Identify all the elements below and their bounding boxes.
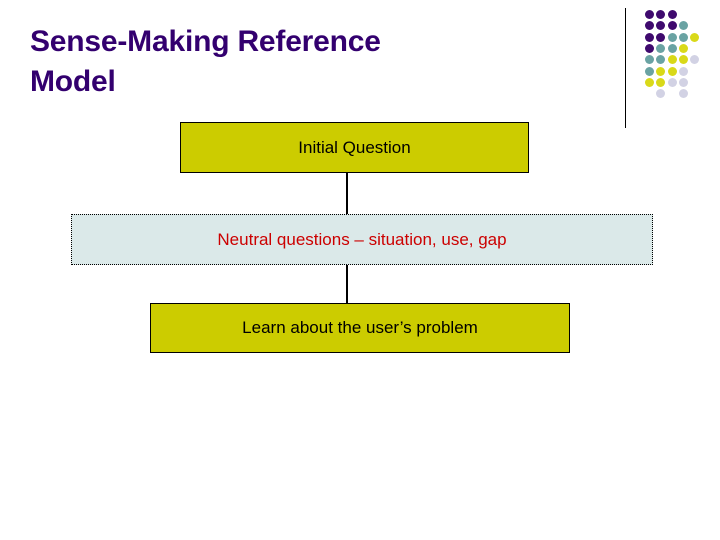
logo-dot-lavender [656,89,666,99]
logo-dot-purple [667,21,677,31]
logo-dot-teal [645,55,654,65]
vertical-rule-divider [625,8,626,128]
logo-dot-yellow [690,32,700,42]
page-title: Sense-Making Reference Model [30,25,381,98]
logo-dot-purple [645,10,654,19]
logo-dot-purple [656,21,666,31]
logo-dot-purple [645,21,654,31]
flow-node-neutral-questions: Neutral questions – situation, use, gap [71,214,653,265]
logo-dot-teal [645,66,654,76]
logo-dot-yellow [667,66,677,76]
logo-dot-purple [656,32,666,42]
logo-dot-lavender [678,66,688,76]
dot-grid-icon [645,10,720,120]
logo-dot-lavender [690,55,700,65]
connector-line-2 [346,265,348,304]
logo-dot-yellow [656,77,666,87]
logo-dot-yellow [678,43,688,53]
logo-dot-purple [645,43,654,53]
logo-dot-yellow [678,55,688,65]
logo-dot-purple [645,32,654,42]
connector-line-1 [346,173,348,215]
logo-dot-teal [667,43,677,53]
logo-decoration [620,0,720,140]
logo-dot-yellow [667,55,677,65]
logo-dot-teal [678,32,688,42]
logo-dot-yellow [656,66,666,76]
logo-dot-lavender [678,77,688,87]
logo-dot-purple [656,10,666,19]
flow-node-learn-problem: Learn about the user’s problem [150,303,570,353]
logo-dot-teal [678,21,688,31]
logo-dot-teal [667,32,677,42]
logo-dot-yellow [645,77,654,87]
logo-dot-purple [667,10,677,19]
logo-dot-lavender [667,77,677,87]
logo-dot-teal [656,55,666,65]
flow-node-initial-question: Initial Question [180,122,529,173]
logo-dot-teal [656,43,666,53]
logo-dot-lavender [678,89,688,99]
